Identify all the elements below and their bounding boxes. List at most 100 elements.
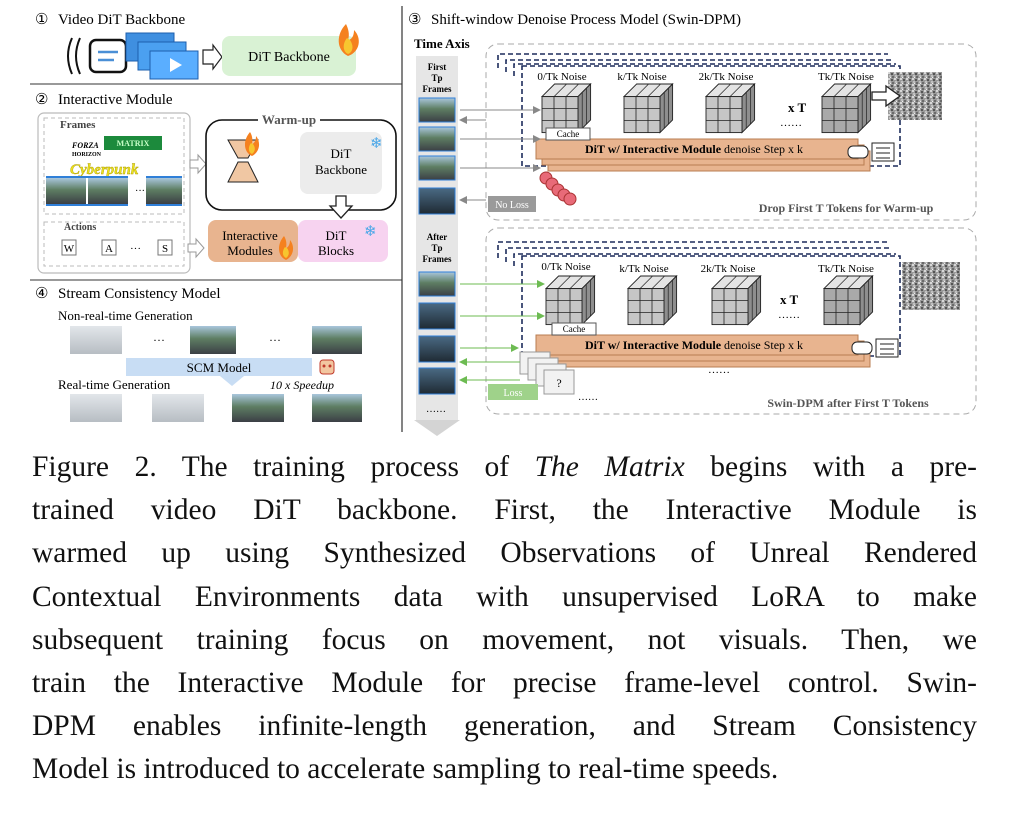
dots-frames: ……: [578, 392, 598, 403]
noise-bottom-1: k/Tk Noise: [619, 263, 668, 275]
nonrt-frame: [190, 326, 236, 354]
svg-text:MATRIX: MATRIX: [117, 139, 150, 148]
noise-bottom-0: 0/Tk Noise: [541, 261, 590, 273]
warmup-label: Warm-up: [262, 112, 316, 127]
noise-cube-icon: [820, 82, 872, 134]
im-label-2: Modules: [227, 243, 273, 258]
p2-title: Interactive Module: [58, 92, 173, 108]
p1-title: Video DiT Backbone: [58, 12, 185, 28]
actions-label: Actions: [64, 222, 96, 233]
p3-title: Shift-window Denoise Process Model (Swin…: [431, 12, 741, 28]
loss-label: Loss: [504, 388, 523, 399]
after-label: Swin-DPM after First T Tokens: [767, 396, 929, 410]
first-tp-1: First: [428, 62, 447, 72]
drop-label: Drop First T Tokens for Warm-up: [759, 201, 934, 215]
rt-frame: [70, 394, 122, 422]
first-tp-3: Frames: [423, 84, 452, 94]
time-axis-ellipsis: ……: [426, 404, 446, 415]
p4-num: ④: [35, 286, 48, 302]
noise-bottom-3: Tk/Tk Noise: [818, 263, 874, 275]
speedup-label: 10 x Speedup: [270, 378, 334, 392]
denoise-bars-bottom: [535, 334, 871, 368]
fire-icon: [244, 132, 260, 156]
fire-icon: [338, 24, 359, 56]
rt-frame: [312, 394, 362, 422]
denoise-bars-top: [535, 138, 871, 172]
frames-ellipsis: ···: [135, 186, 145, 197]
after-tp-3: Frames: [423, 254, 452, 264]
panel-interactive-module: ② Interactive Module Frames FORZA HORIZO…: [35, 92, 397, 274]
warmup-dit-1: DiT: [331, 146, 352, 161]
caption-line: Contextual Environments data with unsupe…: [32, 580, 977, 613]
noise-cubes-bottom: [544, 274, 874, 326]
key-ellipsis: ···: [130, 243, 141, 255]
dropped-tokens: [539, 171, 577, 206]
noise-top-2: 2k/Tk Noise: [699, 71, 754, 83]
first-frames: [418, 97, 456, 215]
gamepad-icon: [851, 338, 899, 358]
dit-blocks-2: Blocks: [318, 243, 354, 258]
figure-diagram: ① Video DiT Backbone DiT Backbone ② Inte…: [30, 6, 977, 436]
robot-icon: [319, 359, 335, 375]
snowflake-icon: ❄: [370, 136, 383, 152]
key-a: A: [105, 243, 113, 255]
caption-line: train the Interactive Module for precise…: [32, 667, 977, 700]
cyberpunk-logo: Cyberpunk: [70, 162, 139, 178]
noise-cube-icon: [622, 82, 674, 134]
key-s: S: [162, 243, 168, 255]
denoise-label-top: DiT w/ Interactive Module denoise Step x…: [585, 142, 803, 156]
noise-cube-icon: [540, 82, 592, 134]
p3-num: ③: [408, 12, 421, 28]
first-tp-2: Tp: [431, 73, 442, 83]
dit-blocks-box: [298, 220, 388, 262]
no-loss-label: No Loss: [495, 200, 529, 211]
noise-top-1: k/Tk Noise: [617, 71, 666, 83]
panel-video-dit-backbone: ① Video DiT Backbone DiT Backbone: [35, 12, 359, 80]
p2-num: ②: [35, 92, 48, 108]
question-mark: ?: [556, 376, 561, 390]
scm-model-bar: [126, 358, 312, 376]
noise-top-0: 0/Tk Noise: [537, 71, 586, 83]
caption-line: DPM enables infinite-length generation, …: [32, 710, 977, 743]
no-loss-badge: [488, 196, 536, 212]
denoise-label-bottom: DiT w/ Interactive Module denoise Step x…: [585, 338, 803, 352]
noise-cube-icon: [822, 274, 874, 326]
forza-logo-sub: HORIZON: [72, 152, 102, 158]
caption-line: Model is introduced to accelerate sampli…: [32, 753, 779, 786]
frames-strip: ···: [46, 176, 182, 206]
xT-bottom: x T: [780, 292, 799, 307]
matrix-logo: [104, 136, 162, 150]
p1-backbone-label: DiT Backbone: [248, 50, 330, 65]
rt-label: Real-time Generation: [58, 377, 171, 392]
noise-cubes-top: [540, 82, 872, 134]
noise-cube-icon: [544, 274, 596, 326]
caption-line: Figure 2. The training process of The Ma…: [32, 451, 977, 483]
noise-cube-icon: [626, 274, 678, 326]
cache-bottom: Cache: [563, 324, 586, 334]
loss-badge: [488, 384, 538, 400]
predicted-frames: ? ……: [519, 351, 598, 403]
after-tp-1: After: [427, 232, 447, 242]
im-label-1: Interactive: [222, 228, 278, 243]
warmup-dpm-box: [485, 43, 977, 221]
dots-bottom: ……: [778, 309, 800, 321]
video-icon: [88, 38, 128, 74]
figure-caption: Figure 2. The training process of The Ma…: [32, 446, 977, 792]
nonrt-frame: [70, 326, 122, 354]
green-arrows: [459, 280, 545, 384]
noise-top-3: Tk/Tk Noise: [818, 71, 874, 83]
caption-line: warmed up using Synthesized Observations…: [32, 537, 977, 570]
after-frames: [418, 271, 456, 395]
noise-image: [902, 262, 960, 310]
caption-line: trained video DiT backbone. First, the I…: [32, 494, 977, 527]
fire-icon: [278, 236, 294, 260]
key-w: W: [64, 243, 75, 255]
frames-label: Frames: [60, 119, 96, 131]
forza-logo: FORZA: [71, 141, 99, 150]
nonrt-ellipsis-2: ···: [269, 333, 281, 347]
noise-bottom-2: 2k/Tk Noise: [701, 263, 756, 275]
swin-dpm-box: [485, 227, 977, 415]
rt-frame: [152, 394, 204, 422]
gamepad-icon: [847, 142, 895, 162]
warmup-dit-2: Backbone: [315, 162, 367, 177]
